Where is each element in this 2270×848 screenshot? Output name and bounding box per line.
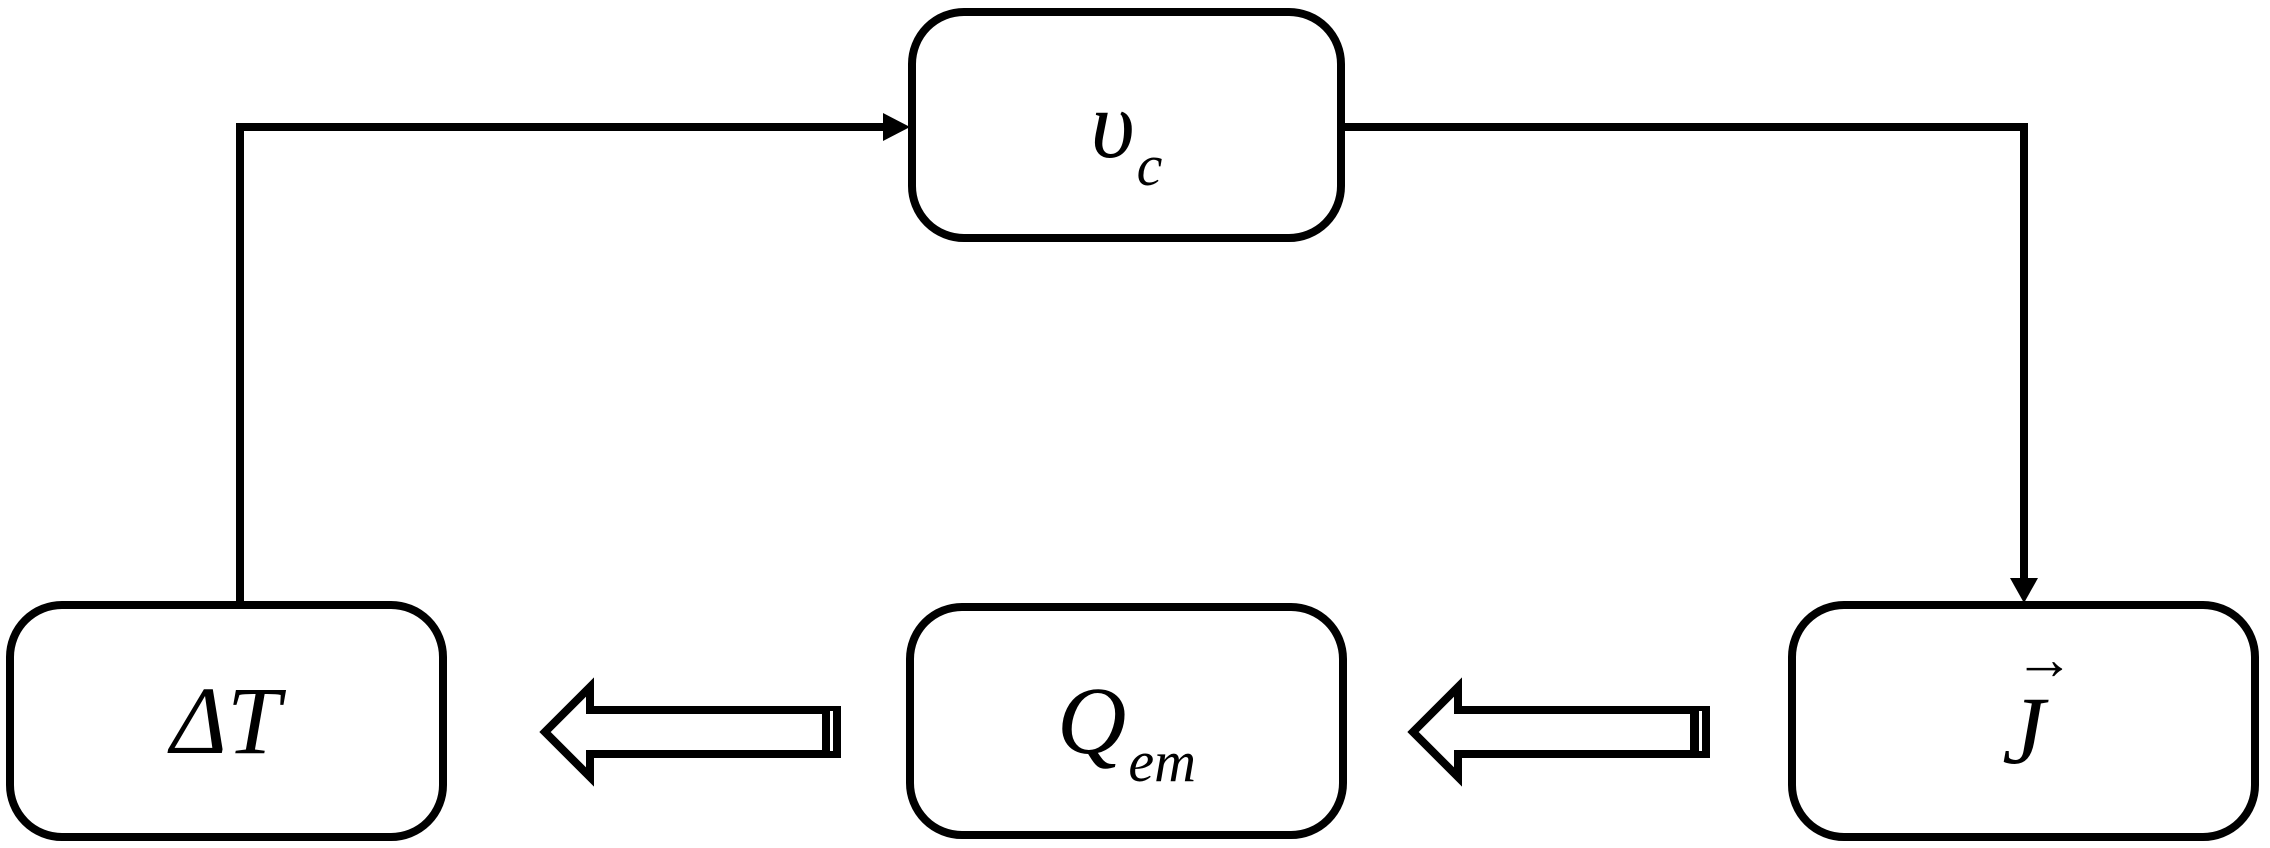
arrowhead-into-vc-icon xyxy=(883,113,910,141)
node-vc-main: υ xyxy=(1090,71,1135,178)
node-delta-t: ΔT xyxy=(6,601,447,841)
node-qem-label: Qem xyxy=(1057,673,1196,791)
connector-vc-to-j xyxy=(1345,123,2038,603)
block-arrow-left-icon xyxy=(539,677,830,787)
connector-vc-to-j-line xyxy=(1345,123,2028,579)
node-qem-main: Q xyxy=(1057,667,1127,774)
node-qem-subscript: em xyxy=(1128,729,1196,794)
node-vc-subscript: c xyxy=(1136,133,1163,198)
node-qem: Qem xyxy=(906,603,1347,839)
vector-arrow-icon: → xyxy=(2014,626,2075,692)
connector-dt-to-vc xyxy=(236,113,910,601)
block-arrow-qem-to-dt xyxy=(539,677,841,787)
block-arrow-j-to-qem xyxy=(1407,677,1710,787)
arrowhead-into-j-icon xyxy=(2010,578,2038,603)
node-vc-label: υc xyxy=(1091,77,1163,195)
node-j-vector: →J xyxy=(1788,601,2259,841)
node-j-main: J xyxy=(2002,677,2045,784)
node-delta-t-main: ΔT xyxy=(170,667,281,774)
node-j-label: →J xyxy=(2002,629,2074,779)
node-vc: υc xyxy=(908,8,1345,242)
connector-dt-to-vc-line xyxy=(236,123,884,601)
block-arrow-left-icon xyxy=(1407,677,1698,787)
node-delta-t-label: ΔT xyxy=(171,673,283,769)
